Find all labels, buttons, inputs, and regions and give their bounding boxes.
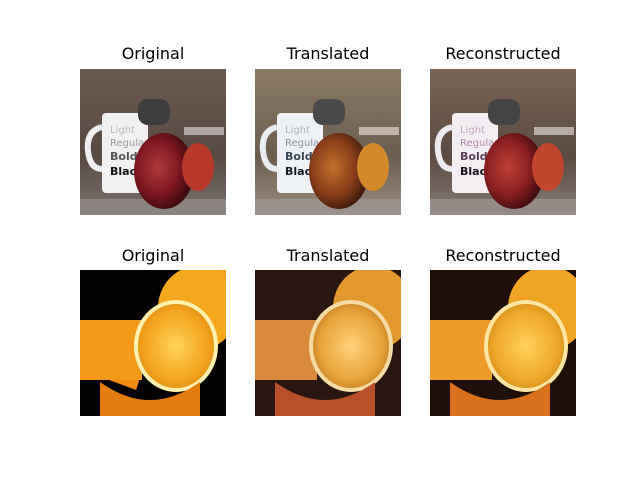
image-apple-translated: Light Regular Bold Black: [255, 69, 401, 215]
mug-text-regular: Regular: [460, 138, 499, 149]
image-orange-translated: [255, 270, 401, 416]
title-row1-translated: Translated: [286, 44, 370, 63]
image-apple-original: Light Regular Bold Black: [80, 69, 226, 215]
mug-text-bold: Bold: [285, 150, 313, 163]
mug-text-light: Light: [460, 125, 485, 136]
mug-text-bold: Bold: [460, 150, 488, 163]
mug-text-bold: Bold: [110, 150, 138, 163]
mug-text-regular: Regular: [285, 138, 324, 149]
image-orange-original: [80, 270, 226, 416]
title-row2-translated: Translated: [286, 246, 370, 265]
mug-text-light: Light: [110, 125, 135, 136]
title-row1-reconstructed: Reconstructed: [445, 44, 561, 63]
title-row2-reconstructed: Reconstructed: [445, 246, 561, 265]
mug-text-regular: Regular: [110, 138, 149, 149]
title-row1-original: Original: [121, 44, 185, 63]
mug-text-light: Light: [285, 125, 310, 136]
image-orange-reconstructed: [430, 270, 576, 416]
image-apple-reconstructed: Light Regular Bold Black: [430, 69, 576, 215]
title-row2-original: Original: [121, 246, 185, 265]
